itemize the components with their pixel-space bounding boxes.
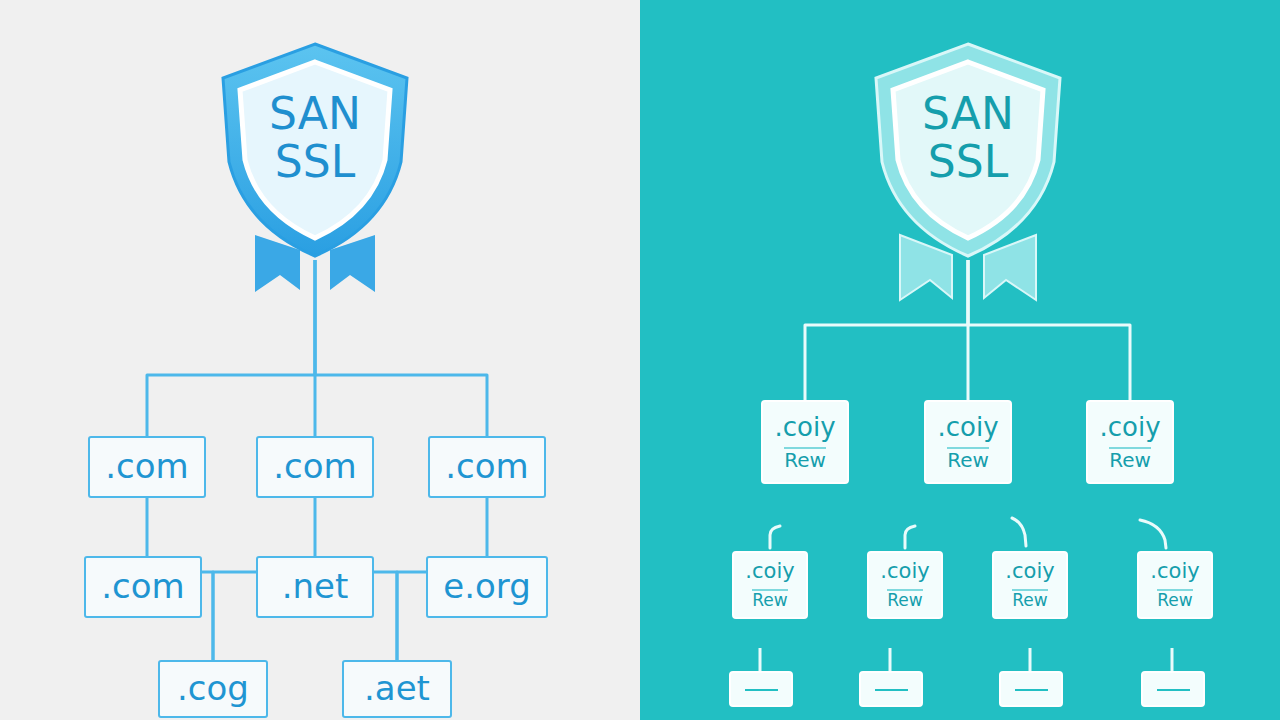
domain-name: .net [282, 568, 349, 605]
domain-box: .coiyRew [1086, 400, 1174, 484]
domain-name: .coiy [774, 413, 835, 442]
domain-name: .cog [177, 670, 249, 707]
domain-subtext: Rew [784, 447, 826, 471]
domain-box: .coiyRew [1137, 551, 1213, 619]
shield-title: SAN SSL [903, 90, 1033, 187]
tree-connector [147, 260, 315, 436]
left-panel [0, 0, 640, 720]
tree-connector [315, 260, 487, 436]
right-panel [640, 0, 1280, 720]
domain-box: .coiyRew [732, 551, 808, 619]
domain-subtext: Rew [1157, 589, 1192, 610]
domain-subtext: Rew [752, 589, 787, 610]
domain-box: .com [88, 436, 206, 498]
domain-box: .com [256, 436, 374, 498]
domain-name: .com [445, 448, 528, 485]
domain-box: .coiyRew [867, 551, 943, 619]
domain-name: .com [273, 448, 356, 485]
domain-box: .com [428, 436, 546, 498]
shield-inner [240, 62, 390, 238]
domain-box: .com [84, 556, 202, 618]
domain-box: e.org [426, 556, 548, 618]
shield-outer [223, 44, 407, 256]
tree-connector [374, 572, 397, 660]
tree-connector [805, 260, 968, 400]
tree-connector [486, 498, 489, 556]
tree-connector [213, 572, 256, 660]
domain-name: .coiy [1099, 413, 1160, 442]
domain-name: .coiy [745, 560, 794, 583]
domain-subtext: Rew [1109, 447, 1151, 471]
tree-connector [146, 498, 149, 556]
domain-box: .coiyRew [992, 551, 1068, 619]
domain-box: .net [256, 556, 374, 618]
small-boxes [730, 648, 1204, 706]
domain-box: .coiyRew [761, 400, 849, 484]
domain-name: .coiy [1005, 560, 1054, 583]
domain-name: .aet [364, 670, 430, 707]
bracket-marks [770, 518, 1166, 548]
domain-subtext: Rew [947, 447, 989, 471]
domain-subtext: Rew [1012, 589, 1047, 610]
domain-name: .coiy [937, 413, 998, 442]
domain-box: .cog [158, 660, 268, 718]
domain-name: e.org [443, 568, 531, 605]
shield-badge: SAN SSL [868, 40, 1068, 260]
domain-name: .com [105, 448, 188, 485]
shield-inner [893, 62, 1043, 238]
domain-box: .aet [342, 660, 452, 718]
domain-subtext: Rew [887, 589, 922, 610]
tree-connector [314, 498, 317, 556]
tree-connector [202, 572, 213, 660]
shield-title: SAN SSL [250, 90, 380, 187]
shield-outer [876, 44, 1060, 256]
domain-box: .coiyRew [924, 400, 1012, 484]
domain-name: .coiy [1150, 560, 1199, 583]
domain-name: .coiy [880, 560, 929, 583]
domain-name: .com [101, 568, 184, 605]
tree-connector [968, 260, 1130, 400]
shield-badge: SAN SSL [215, 40, 415, 260]
tree-connector [397, 572, 426, 660]
